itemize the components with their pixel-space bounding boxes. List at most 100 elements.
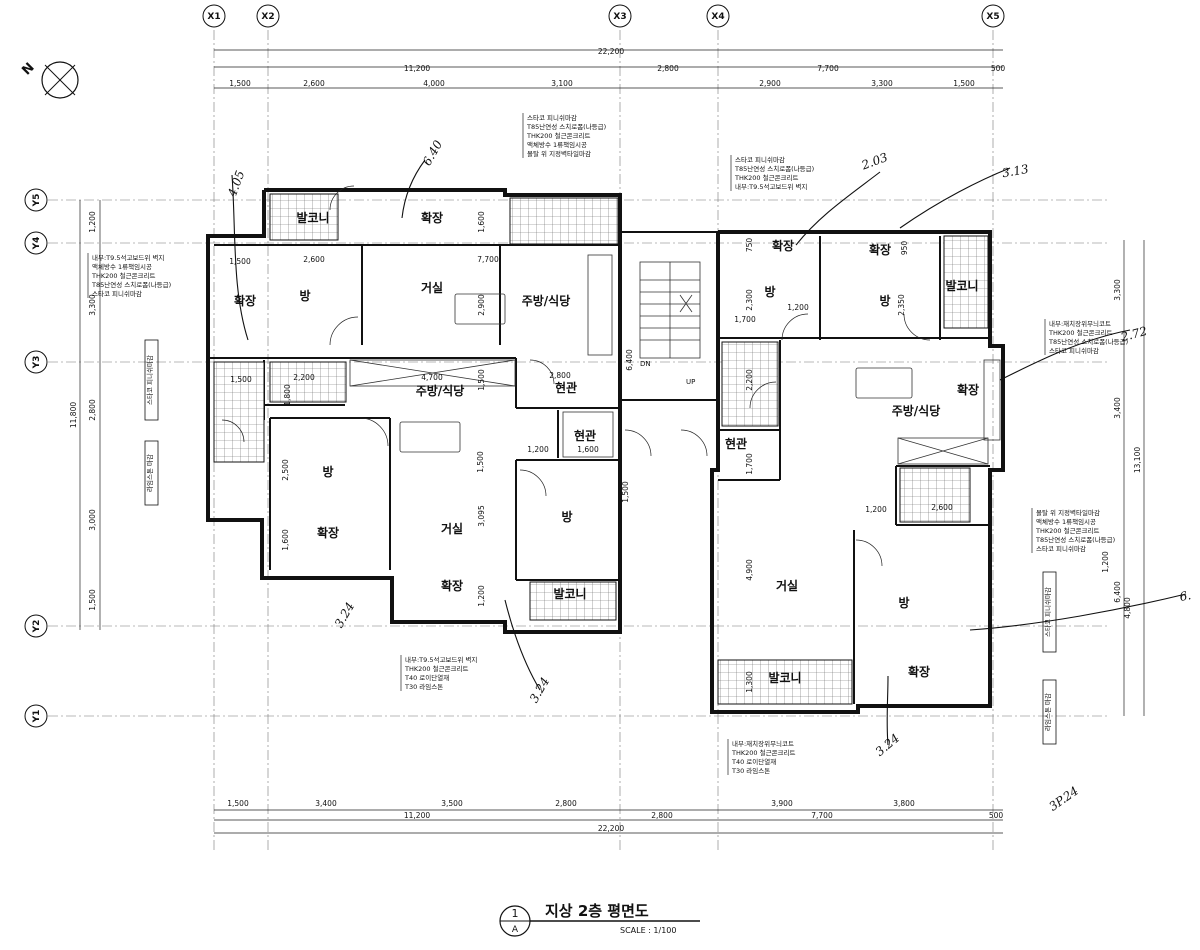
room-label: 현관 [725, 436, 747, 451]
dimension-interior: 2,800 [549, 371, 571, 380]
room-label: 방 [898, 595, 909, 610]
grid-bubble [256, 4, 280, 28]
side-finish-label: 스타코 피니쉬마감 [145, 355, 154, 405]
grid-bubble [706, 4, 730, 28]
dimension-bottom: 3,900 [771, 799, 793, 808]
material-note-line: 내부:T9.5석고보드위 벽지 [735, 182, 807, 191]
material-note-line: 액체방수 1류책임시공 [527, 140, 587, 149]
dimension-top: 3,300 [871, 79, 893, 88]
dimension-left: 1,500 [88, 589, 97, 611]
stair-up-label: UP [686, 378, 695, 386]
drawing-scale: SCALE : 1/100 [620, 926, 676, 935]
dimension-top: 11,200 [404, 64, 430, 73]
dimension-bottom: 2,800 [651, 811, 673, 820]
dimension-interior: 950 [900, 241, 909, 256]
material-note-line: 스타코 피니쉬마감 [527, 113, 577, 122]
room-label: 발코니 [296, 210, 329, 225]
dimension-top: 3,100 [551, 79, 573, 88]
material-note-line: 내부:T9.5석고보드위 벽지 [405, 655, 477, 664]
dimension-interior: 2,500 [281, 459, 290, 481]
room-label: 방 [764, 284, 775, 299]
handwritten-note: 3P.24 [1046, 784, 1081, 814]
room-label: 방 [879, 293, 890, 308]
side-finish-label: 스타코 피니쉬마감 [1043, 587, 1052, 637]
material-note-line: 스타코 피니쉬마감 [1049, 346, 1099, 355]
dimension-bottom: 500 [989, 811, 1004, 820]
grid-label-column: X4 [711, 12, 724, 22]
north-arrow: N [19, 60, 79, 99]
material-note-line: THK200 철근콘크리트 [734, 173, 798, 182]
handwritten-note: 4.05 [225, 169, 248, 200]
material-note-line: T30 라임스톤 [404, 682, 443, 691]
dimension-interior: 1,300 [745, 671, 754, 693]
material-note-line: 내부:T9.5석고보드위 벽지 [92, 253, 164, 262]
handwritten-note: 2.03 [859, 150, 890, 173]
material-note-line: 내부:재치장위무늬코트 [732, 739, 794, 748]
room-label: 확장 [957, 382, 979, 397]
grid-bubble [608, 4, 632, 28]
dimension-top: 500 [991, 64, 1006, 73]
room-label: 발코니 [768, 670, 801, 685]
room-label: 확장 [869, 242, 891, 257]
material-note-line: T85난연성 스치로폼(나등급) [91, 280, 171, 289]
room-label: 현관 [574, 428, 596, 443]
door-swings [221, 185, 931, 567]
grid-label-row: Y1 [32, 710, 42, 724]
dimension-bottom: 11,200 [404, 811, 430, 820]
dimension-left: 3,300 [88, 294, 97, 316]
dimension-interior: 1,500 [621, 481, 630, 503]
material-note-line: T30 라임스톤 [731, 766, 770, 775]
dimension-interior: 1,500 [476, 451, 485, 473]
dimension-lines [79, 49, 1145, 834]
material-note-line: THK200 철근콘크리트 [1048, 328, 1112, 337]
drawing-title: 지상 2층 평면도 [545, 902, 649, 920]
material-note-line: T85난연성 스치로폼(나등급) [526, 122, 606, 131]
dimension-interior: 3,095 [477, 505, 486, 527]
grid-label-row: Y3 [32, 356, 42, 370]
dimension-top: 4,000 [423, 79, 445, 88]
dimension-top-total: 22,200 [598, 47, 624, 56]
dimension-top: 2,900 [759, 79, 781, 88]
grid-bubble [24, 614, 48, 638]
dimension-interior: 2,200 [293, 373, 315, 382]
room-label: 확장 [908, 664, 930, 679]
dimension-left-total: 11,800 [69, 402, 78, 428]
handwritten-note: 3.24 [332, 600, 357, 630]
room-label: 주방/식당 [416, 383, 465, 398]
dimension-interior: 4,700 [421, 373, 443, 382]
dimension-interior: 1,600 [281, 529, 290, 551]
room-label: 확장 [421, 210, 443, 225]
handwritten-note: 6. [1178, 588, 1192, 604]
handwritten-note: 2.72 [1118, 324, 1148, 345]
handwritten-note: 3.13 [1001, 162, 1030, 180]
dimension-interior: 2,200 [745, 369, 754, 391]
material-note-line: 몰탈 위 지정벽타일마감 [527, 149, 591, 158]
room-label: 방 [322, 464, 333, 479]
dimension-left: 1,200 [88, 211, 97, 233]
north-arrow-label: N [19, 60, 37, 78]
right-unit-walls [710, 230, 1005, 714]
grid-label-column: X1 [207, 12, 220, 22]
grid-label-row: Y2 [32, 620, 42, 634]
handwritten-note: 3.24 [527, 675, 552, 705]
dimension-bottom: 3,800 [893, 799, 915, 808]
room-label: 거실 [421, 280, 443, 295]
room-label: 현관 [555, 380, 577, 395]
dimension-interior: 1,600 [577, 445, 599, 454]
dimension-interior: 750 [745, 238, 754, 253]
dimension-bottom: 1,500 [227, 799, 249, 808]
material-note-line: 스타코 피니쉬마감 [1036, 544, 1086, 553]
dimension-right: 3,300 [1113, 279, 1122, 301]
dimension-bottom-total: 22,200 [598, 824, 624, 833]
dimension-top: 2,600 [303, 79, 325, 88]
material-note-line: 액체방수 1류책임시공 [1036, 517, 1096, 526]
handwritten-note: 6.40 [420, 138, 446, 168]
left-unit-walls [206, 188, 622, 634]
dimension-top: 2,800 [657, 64, 679, 73]
dimension-bottom: 3,400 [315, 799, 337, 808]
dimension-interior: 1,800 [283, 384, 292, 406]
dimension-interior: 1,700 [734, 315, 756, 324]
stair-down-label: DN [640, 360, 651, 368]
